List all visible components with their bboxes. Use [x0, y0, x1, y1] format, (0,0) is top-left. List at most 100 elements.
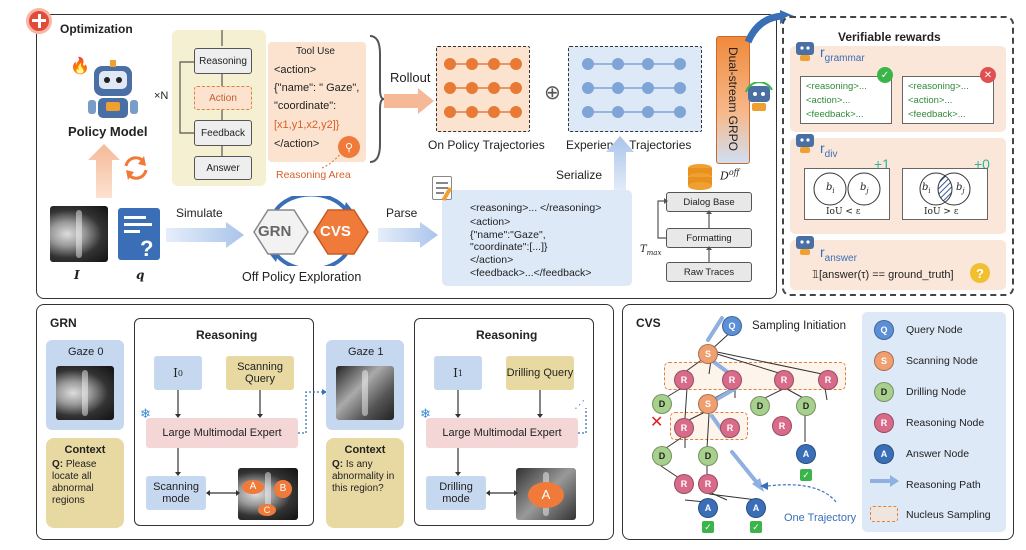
serialize-label: Serialize	[556, 168, 603, 182]
context-box-2: Context Q: Is any abnormality in this re…	[326, 438, 404, 528]
t-max-text: T	[640, 244, 647, 255]
r-grammar-sub: grammar	[824, 52, 865, 64]
grammar-line: <action>...	[806, 95, 851, 106]
legend-label: Scanning Node	[906, 355, 978, 367]
i0-text: I	[173, 366, 178, 380]
check-circle-icon: ✓	[877, 67, 893, 83]
legend-query-node-icon: Q	[874, 320, 894, 340]
small-robot-icon	[745, 82, 773, 111]
drilling-node: D	[652, 446, 672, 466]
scanning-query-box: Scanning Query	[226, 356, 294, 390]
iou-high-circles	[919, 172, 971, 206]
on-policy-label: On Policy Trajectories	[428, 138, 545, 152]
answer-node: A	[796, 444, 816, 464]
bi-text: b	[922, 182, 929, 193]
reasoning-title-1: Reasoning	[196, 328, 258, 342]
lme-box-2: Large Multimodal Expert	[426, 418, 578, 448]
legend-label: Answer Node	[906, 448, 970, 460]
legend-nucleus-icon	[870, 506, 898, 522]
legend-reasoning-node-icon: R	[874, 413, 894, 433]
drilling-node: D	[698, 446, 718, 466]
reasoning-node: R	[698, 474, 718, 494]
pipeline-arrows	[657, 198, 712, 262]
reasoning-title-2: Reasoning	[476, 328, 538, 342]
bj-sub: j	[866, 187, 869, 195]
q-label: Q:	[332, 459, 344, 470]
bi-sub: i	[832, 187, 835, 195]
context-title: Context	[344, 444, 386, 456]
cross-circle-icon: ✕	[980, 67, 996, 83]
legend-label: Query Node	[906, 324, 963, 336]
legend-drilling-node-icon: D	[874, 382, 894, 402]
gaze1-label: Gaze 1	[348, 346, 384, 358]
database-icon	[688, 164, 712, 190]
cross-mark-icon: ✕	[650, 414, 664, 431]
rollout-label: Rollout	[390, 70, 431, 85]
r-answer-label: ranswer	[820, 244, 857, 264]
trace-line: <feedback>...</feedback>	[470, 267, 592, 279]
context-title: Context	[64, 444, 106, 456]
grammar-line: <feedback>...	[908, 109, 966, 120]
scanning-node: S	[698, 394, 718, 414]
r-div-label: rdiv	[820, 140, 837, 160]
q2-text: Is any abnormality in this region?	[332, 459, 395, 494]
region-b: B	[274, 480, 292, 498]
rewards-title: Verifiable rewards	[838, 30, 941, 44]
plus-icon: ⊕	[544, 82, 561, 104]
r-div-sub: div	[824, 148, 838, 160]
gaze0-xray	[56, 366, 114, 420]
bi-sub: i	[928, 187, 931, 195]
robot-icon	[88, 60, 138, 118]
update-arrow	[88, 144, 120, 198]
one-trajectory-label: One Trajectory	[784, 512, 857, 524]
answer-formula: 𝟙[answer(τ) == ground_truth]	[812, 269, 954, 281]
legend-scanning-node-icon: S	[874, 351, 894, 371]
region-c: C	[258, 504, 276, 516]
rollout-arrow	[384, 88, 434, 114]
answer-node: A	[746, 498, 766, 518]
tool-use-line: "coordinate":	[274, 100, 337, 112]
tool-use-title: Tool Use	[296, 46, 335, 57]
grn-logo-label: GRN	[258, 223, 292, 240]
drilling-query-box: Drilling Query	[506, 356, 574, 390]
query-node: Q	[722, 316, 742, 336]
legend-label: Nucleus Sampling	[906, 509, 991, 521]
grammar-robot-icon	[796, 42, 814, 61]
trace-line: {"name":"Gaze",	[470, 229, 546, 241]
scanning-mode-box: Scanning mode	[146, 476, 206, 510]
sampling-initiation-label: Sampling Initiation	[752, 320, 846, 332]
answer-robot-icon	[796, 236, 814, 255]
d-off-label: Doff	[720, 168, 739, 183]
simulate-arrow	[166, 222, 244, 248]
times-n-label: ×N	[154, 90, 169, 102]
iou-low-circles	[813, 172, 881, 206]
serialize-arrow	[606, 136, 634, 194]
one-trajectory-pointer	[760, 482, 837, 503]
iou-gt-label: IoU > ε	[924, 207, 959, 217]
check-icon: ✓	[750, 521, 762, 533]
nucleus-sampling-region	[664, 362, 846, 390]
magnifier-icon: ⚲	[338, 136, 360, 158]
trace-line: "coordinate":[...]}	[470, 241, 548, 253]
div-robot-icon	[796, 134, 814, 153]
legend-path-arrow-icon	[870, 475, 899, 487]
grn-cvs-cycle-icon	[253, 196, 369, 266]
i1-text: I	[453, 366, 458, 380]
grammar-line: <reasoning>...	[908, 81, 969, 92]
context-question: Q: Please locate all abnormal regions	[52, 459, 118, 507]
legend-label: Drilling Node	[906, 386, 967, 398]
snowflake-icon: ❄	[420, 406, 431, 421]
t-max-label: Tmax	[640, 244, 661, 257]
snowflake-icon: ❄	[140, 406, 151, 421]
refresh-icon	[124, 156, 148, 180]
trace-line: <action>	[470, 216, 511, 228]
experience-grid	[582, 58, 686, 118]
bi-label: bi	[826, 182, 835, 195]
raw-traces-box: Raw Traces	[666, 262, 752, 282]
optimization-logo-icon	[26, 8, 52, 34]
optimization-title: Optimization	[60, 22, 133, 36]
on-policy-grid	[444, 58, 522, 118]
parse-arrow	[378, 222, 438, 248]
